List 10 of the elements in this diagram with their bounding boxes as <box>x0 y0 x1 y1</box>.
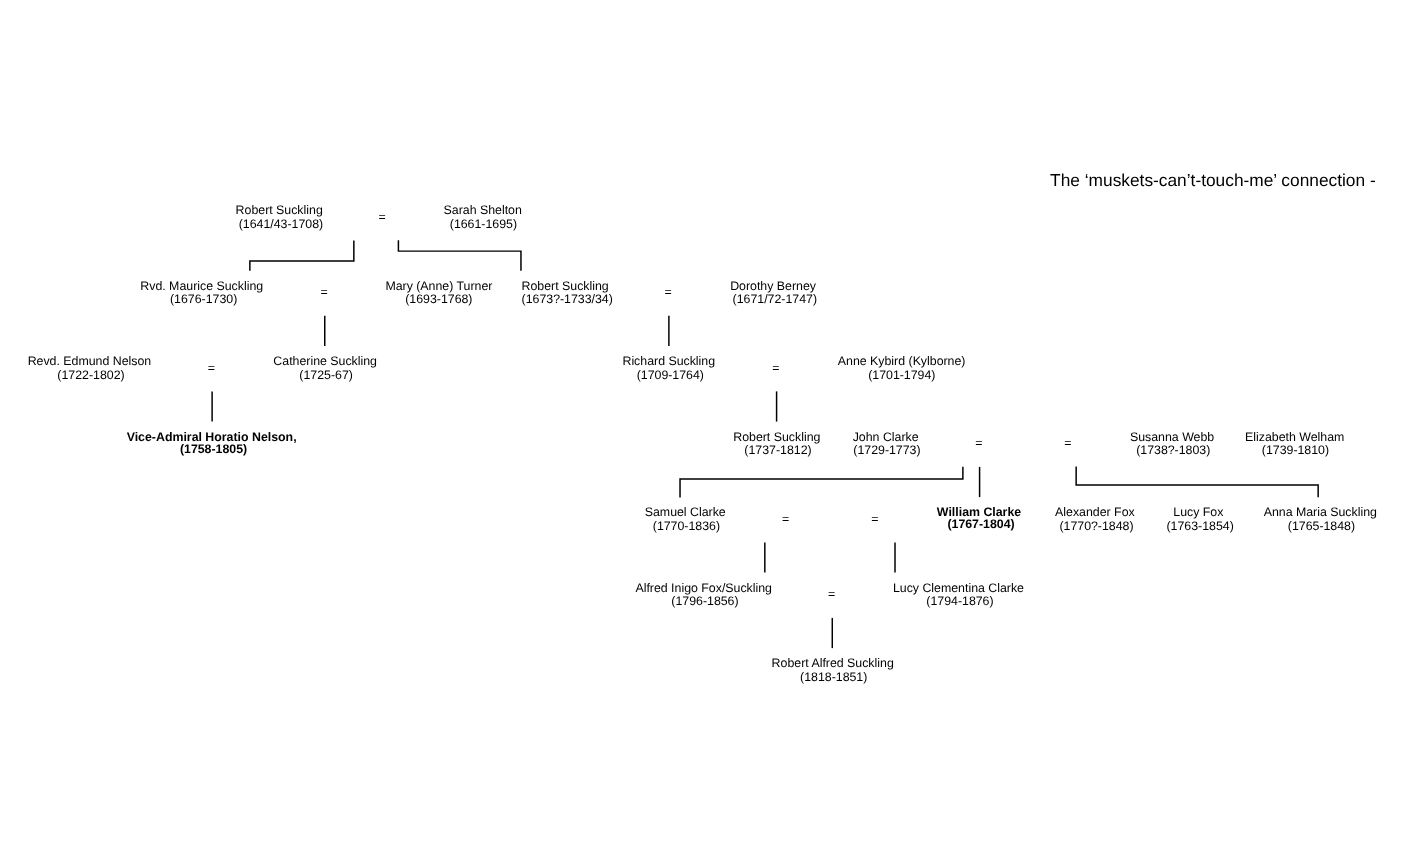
connector <box>775 389 778 422</box>
connector <box>764 540 766 573</box>
connector <box>978 465 981 497</box>
connector <box>894 540 896 573</box>
diagram-title: The ‘muskets-can’t-touch-me’ connection - <box>1050 168 1376 189</box>
connector <box>831 616 834 648</box>
connector <box>668 314 670 346</box>
connector <box>679 465 964 498</box>
connector <box>324 314 326 346</box>
connector <box>211 389 213 422</box>
